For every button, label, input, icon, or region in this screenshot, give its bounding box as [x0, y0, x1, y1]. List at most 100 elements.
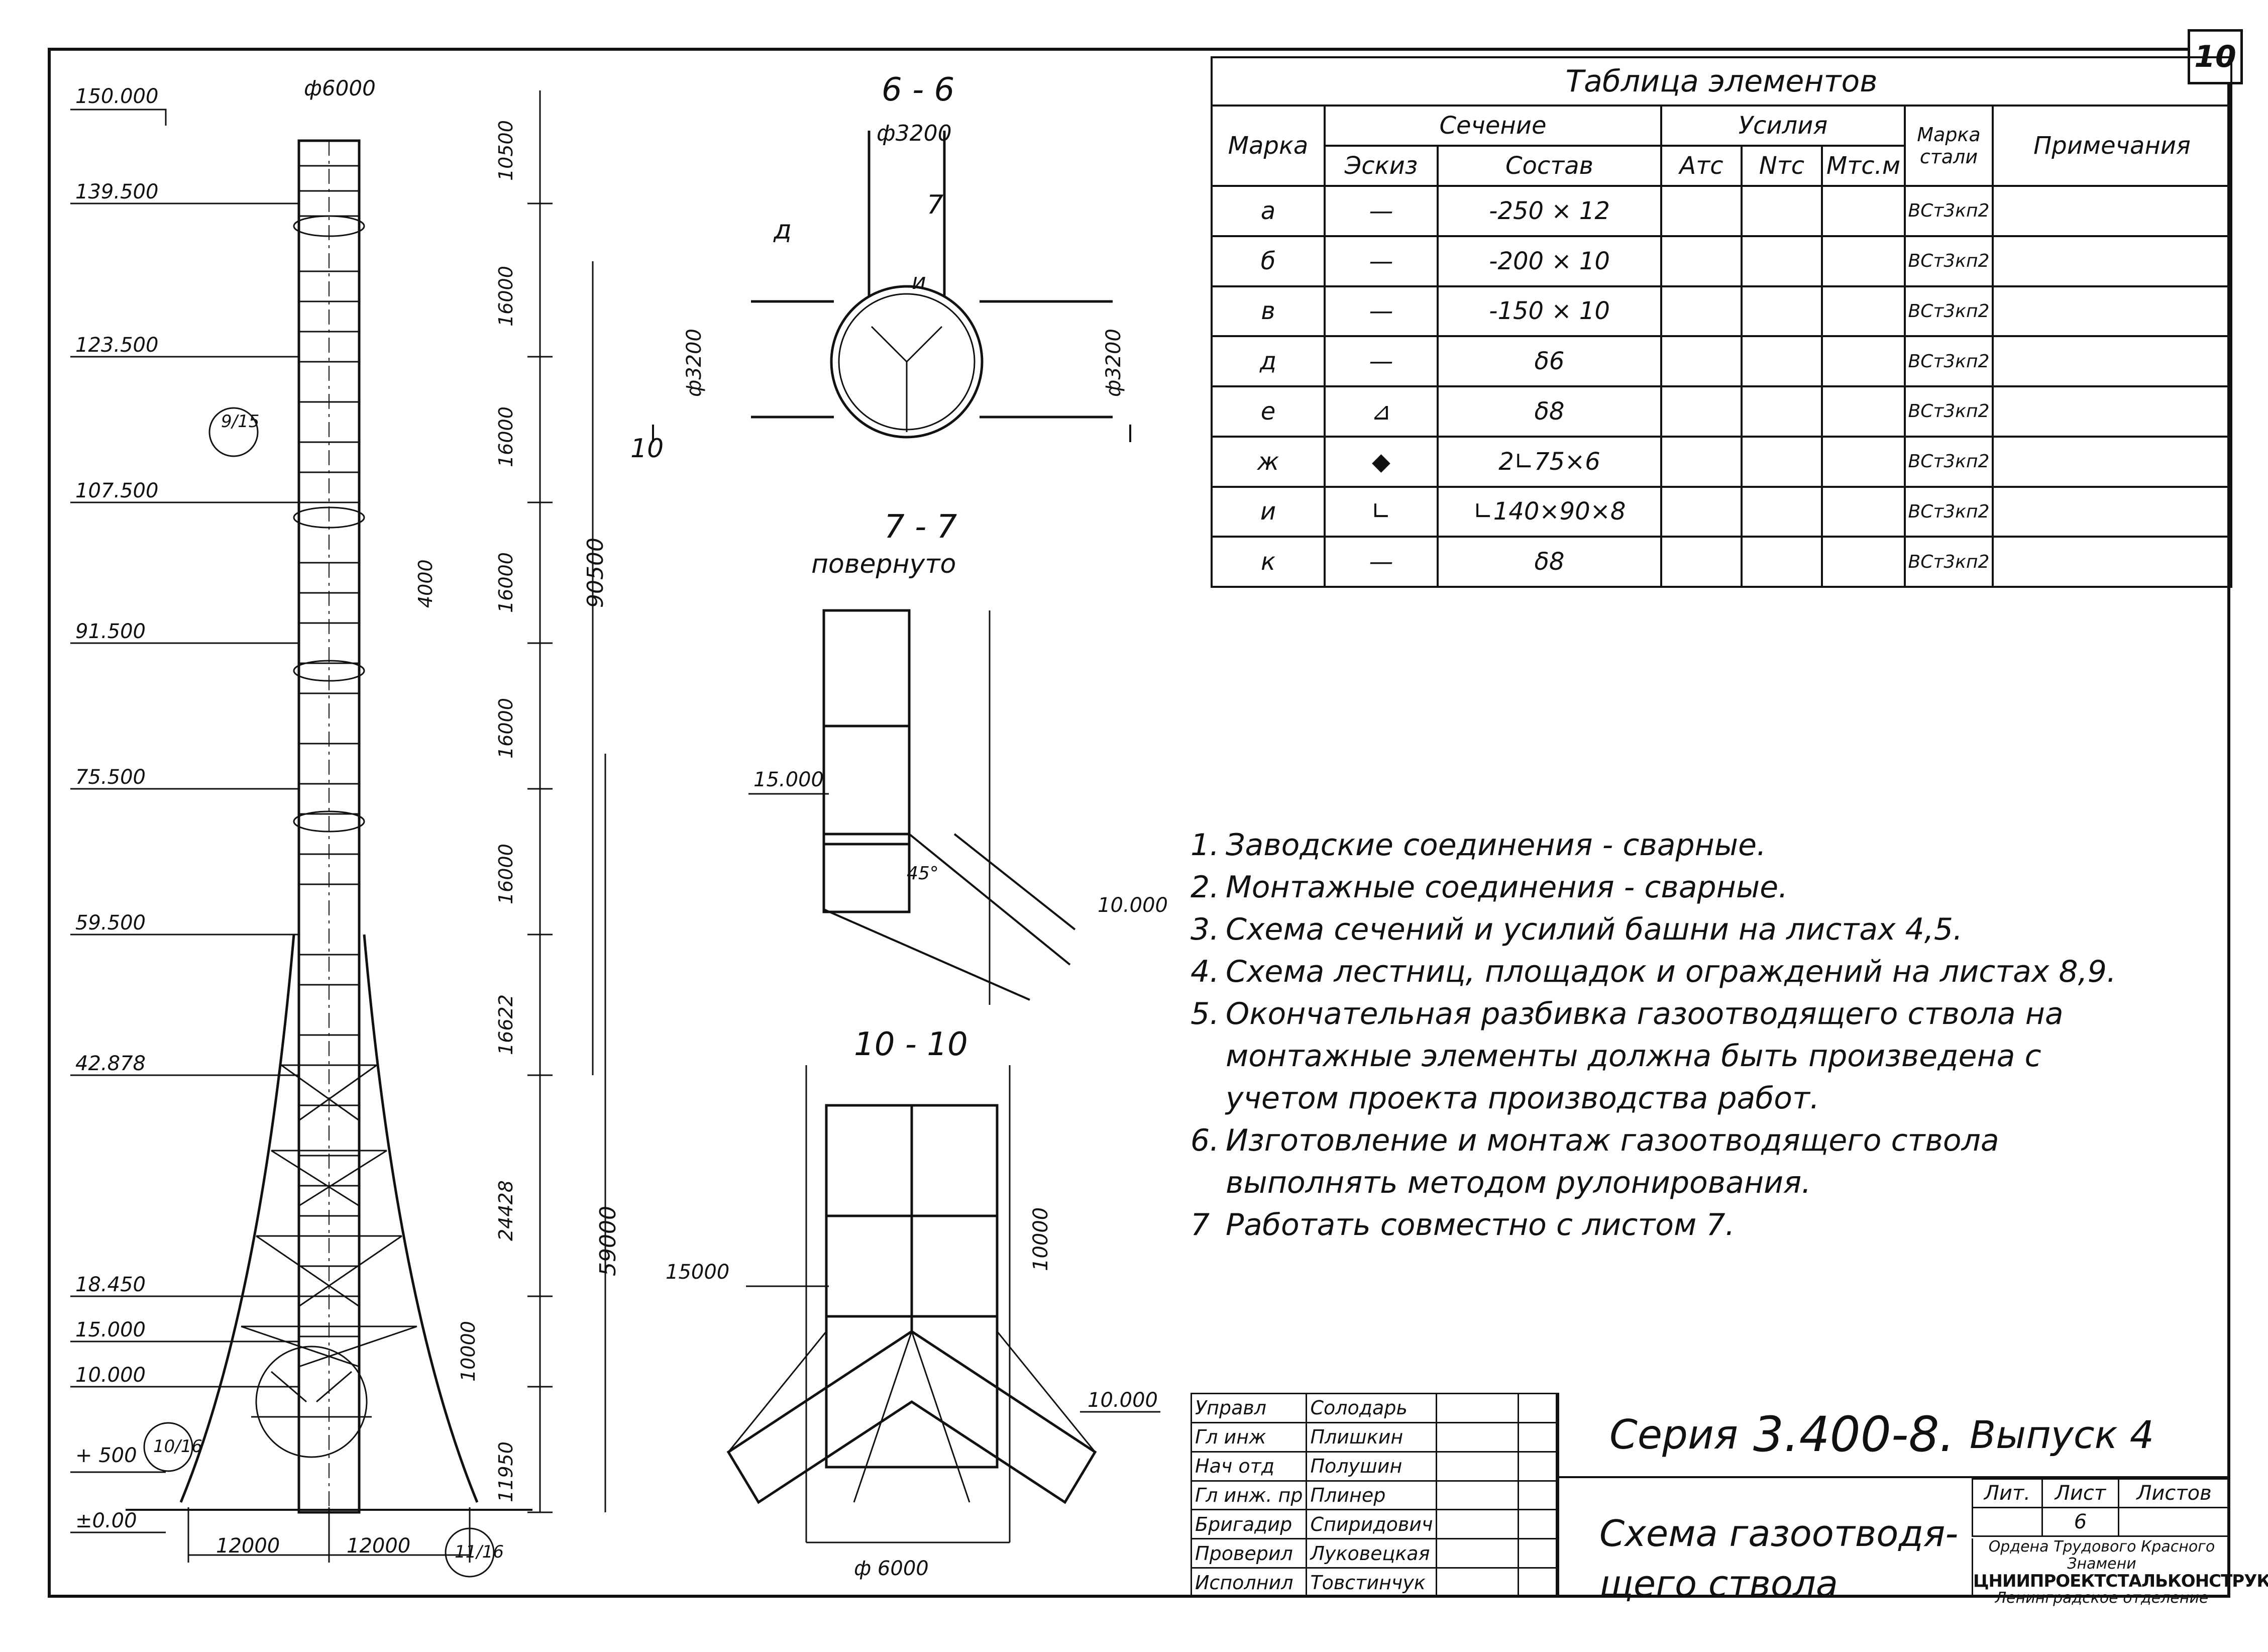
series-label: Серия	[1609, 1411, 1738, 1458]
cell-notes	[1991, 235, 2233, 287]
cell-composition: -200 × 10	[1437, 235, 1662, 287]
dim-overall-2: 59000	[595, 1206, 621, 1276]
cell-n	[1741, 385, 1823, 438]
section-7-7-view	[748, 609, 1076, 1005]
cell-steel: ВСт3кп2	[1904, 285, 1994, 338]
cell-n	[1741, 185, 1823, 237]
cell-mark: б	[1211, 235, 1326, 287]
cell-steel: ВСт3кп2	[1904, 385, 1994, 438]
base-dim-right: 12000	[347, 1534, 410, 1558]
elev-1: 150.000	[75, 85, 158, 108]
cell-n	[1741, 235, 1823, 287]
cell-sketch: —	[1324, 536, 1439, 588]
elev-6: 75.500	[75, 766, 146, 789]
cell-notes	[1991, 435, 2233, 488]
header-section: Сечение	[1324, 105, 1662, 147]
dim-segment-2: 16000	[495, 266, 517, 327]
section-6-6-mark-d: д	[773, 215, 792, 245]
cell-m	[1821, 235, 1906, 287]
cell-composition: ∟140×90×8	[1437, 485, 1662, 538]
header-composition: Состав	[1437, 145, 1662, 187]
cell-composition: δ6	[1437, 335, 1662, 387]
section-7-7-subtitle: повернуто	[811, 549, 956, 579]
dim-segment-3: 16000	[495, 406, 517, 467]
cell-n	[1741, 435, 1823, 488]
cell-m	[1821, 536, 1906, 588]
issue-number: Выпуск 4	[1970, 1412, 2154, 1457]
note-item: 5.Окончательная разбивка газоотводящего …	[1191, 996, 2064, 1116]
section-6-6-cut: 10	[630, 434, 664, 464]
dim-4000: 4000	[414, 559, 437, 608]
cell-steel: ВСт3кп2	[1904, 185, 1994, 237]
callout-10-16: 10/16	[153, 1436, 202, 1457]
section-6-6-mark-7: 7	[927, 190, 943, 220]
section-6-6-dim-top: ф3200	[877, 121, 952, 146]
cell-mark: е	[1211, 385, 1326, 438]
elev-13: ±0.00	[75, 1509, 137, 1532]
note-item: 4.Схема лестниц, площадок и ограждений н…	[1191, 954, 2116, 989]
note-item: 1.Заводские соединения - сварные.	[1191, 828, 1767, 863]
section-6-6-dim-left: ф3200	[683, 329, 706, 397]
organization: Ордена Трудового Красного Знамени ЦНИИПР…	[1972, 1538, 2268, 1607]
cell-composition: δ8	[1437, 536, 1662, 588]
dim-segment-1: 10500	[495, 120, 517, 181]
cell-sketch: ◆	[1324, 435, 1439, 488]
section-10-10-diameter: ф 6000	[854, 1557, 929, 1580]
cell-a	[1660, 185, 1743, 237]
section-6-6-mark-i: и	[912, 269, 926, 294]
top-diameter: ф6000	[304, 76, 376, 100]
cell-mark: д	[1211, 335, 1326, 387]
dim-segment-7: 16622	[495, 994, 517, 1055]
cell-mark: и	[1211, 485, 1326, 538]
elev-4: 107.500	[75, 479, 158, 502]
tower-leg-right	[363, 934, 479, 1503]
dim-segment-9: 10000	[457, 1321, 479, 1382]
cell-n	[1741, 485, 1823, 538]
section-10-10-view	[726, 1065, 1160, 1543]
header-a: Aтс	[1660, 145, 1743, 187]
cell-notes	[1991, 335, 2233, 387]
section-7-7-elev-1: 15.000	[753, 768, 824, 791]
cell-notes	[1991, 285, 2233, 338]
elev-5: 91.500	[75, 620, 146, 643]
series-number: 3.400-8.	[1753, 1406, 1955, 1463]
section-6-6-title: 6 - 6	[882, 71, 954, 109]
cell-n	[1741, 335, 1823, 387]
cell-steel: ВСт3кп2	[1904, 536, 1994, 588]
cell-sketch: ⊿	[1324, 385, 1439, 438]
elev-9: 18.450	[75, 1273, 146, 1296]
cell-m	[1821, 385, 1906, 438]
cell-sketch: ∟	[1324, 485, 1439, 538]
cell-sketch: —	[1324, 335, 1439, 387]
cell-a	[1660, 485, 1743, 538]
cell-steel: ВСт3кп2	[1904, 435, 1994, 488]
cell-composition: 2∟75×6	[1437, 435, 1662, 488]
cell-sketch: —	[1324, 235, 1439, 287]
note-item: 2.Монтажные соединения - сварные.	[1191, 870, 1788, 905]
section-10-10-title-text: 10 - 10	[854, 1026, 968, 1063]
elev-11: 10.000	[75, 1364, 146, 1387]
section-10-10-elev-2: 10.000	[1088, 1389, 1158, 1412]
cell-n	[1741, 285, 1823, 338]
dim-overall-1: 90500	[583, 538, 608, 608]
section-6-6-view	[652, 131, 1131, 442]
cell-a	[1660, 335, 1743, 387]
header-steel: Марка стали	[1904, 105, 1994, 187]
cell-sketch: —	[1324, 185, 1439, 237]
dim-segment-5: 16000	[495, 698, 517, 759]
cell-m	[1821, 285, 1906, 338]
cell-a	[1660, 435, 1743, 488]
dim-segment-6: 16000	[495, 844, 517, 904]
cell-notes	[1991, 485, 2233, 538]
elev-12: + 500	[75, 1444, 137, 1467]
drawing-name: Схема газоотводя- щего ствола	[1557, 1478, 2125, 1605]
section-7-7-elev-2: 10.000	[1098, 894, 1168, 917]
cell-m	[1821, 335, 1906, 387]
